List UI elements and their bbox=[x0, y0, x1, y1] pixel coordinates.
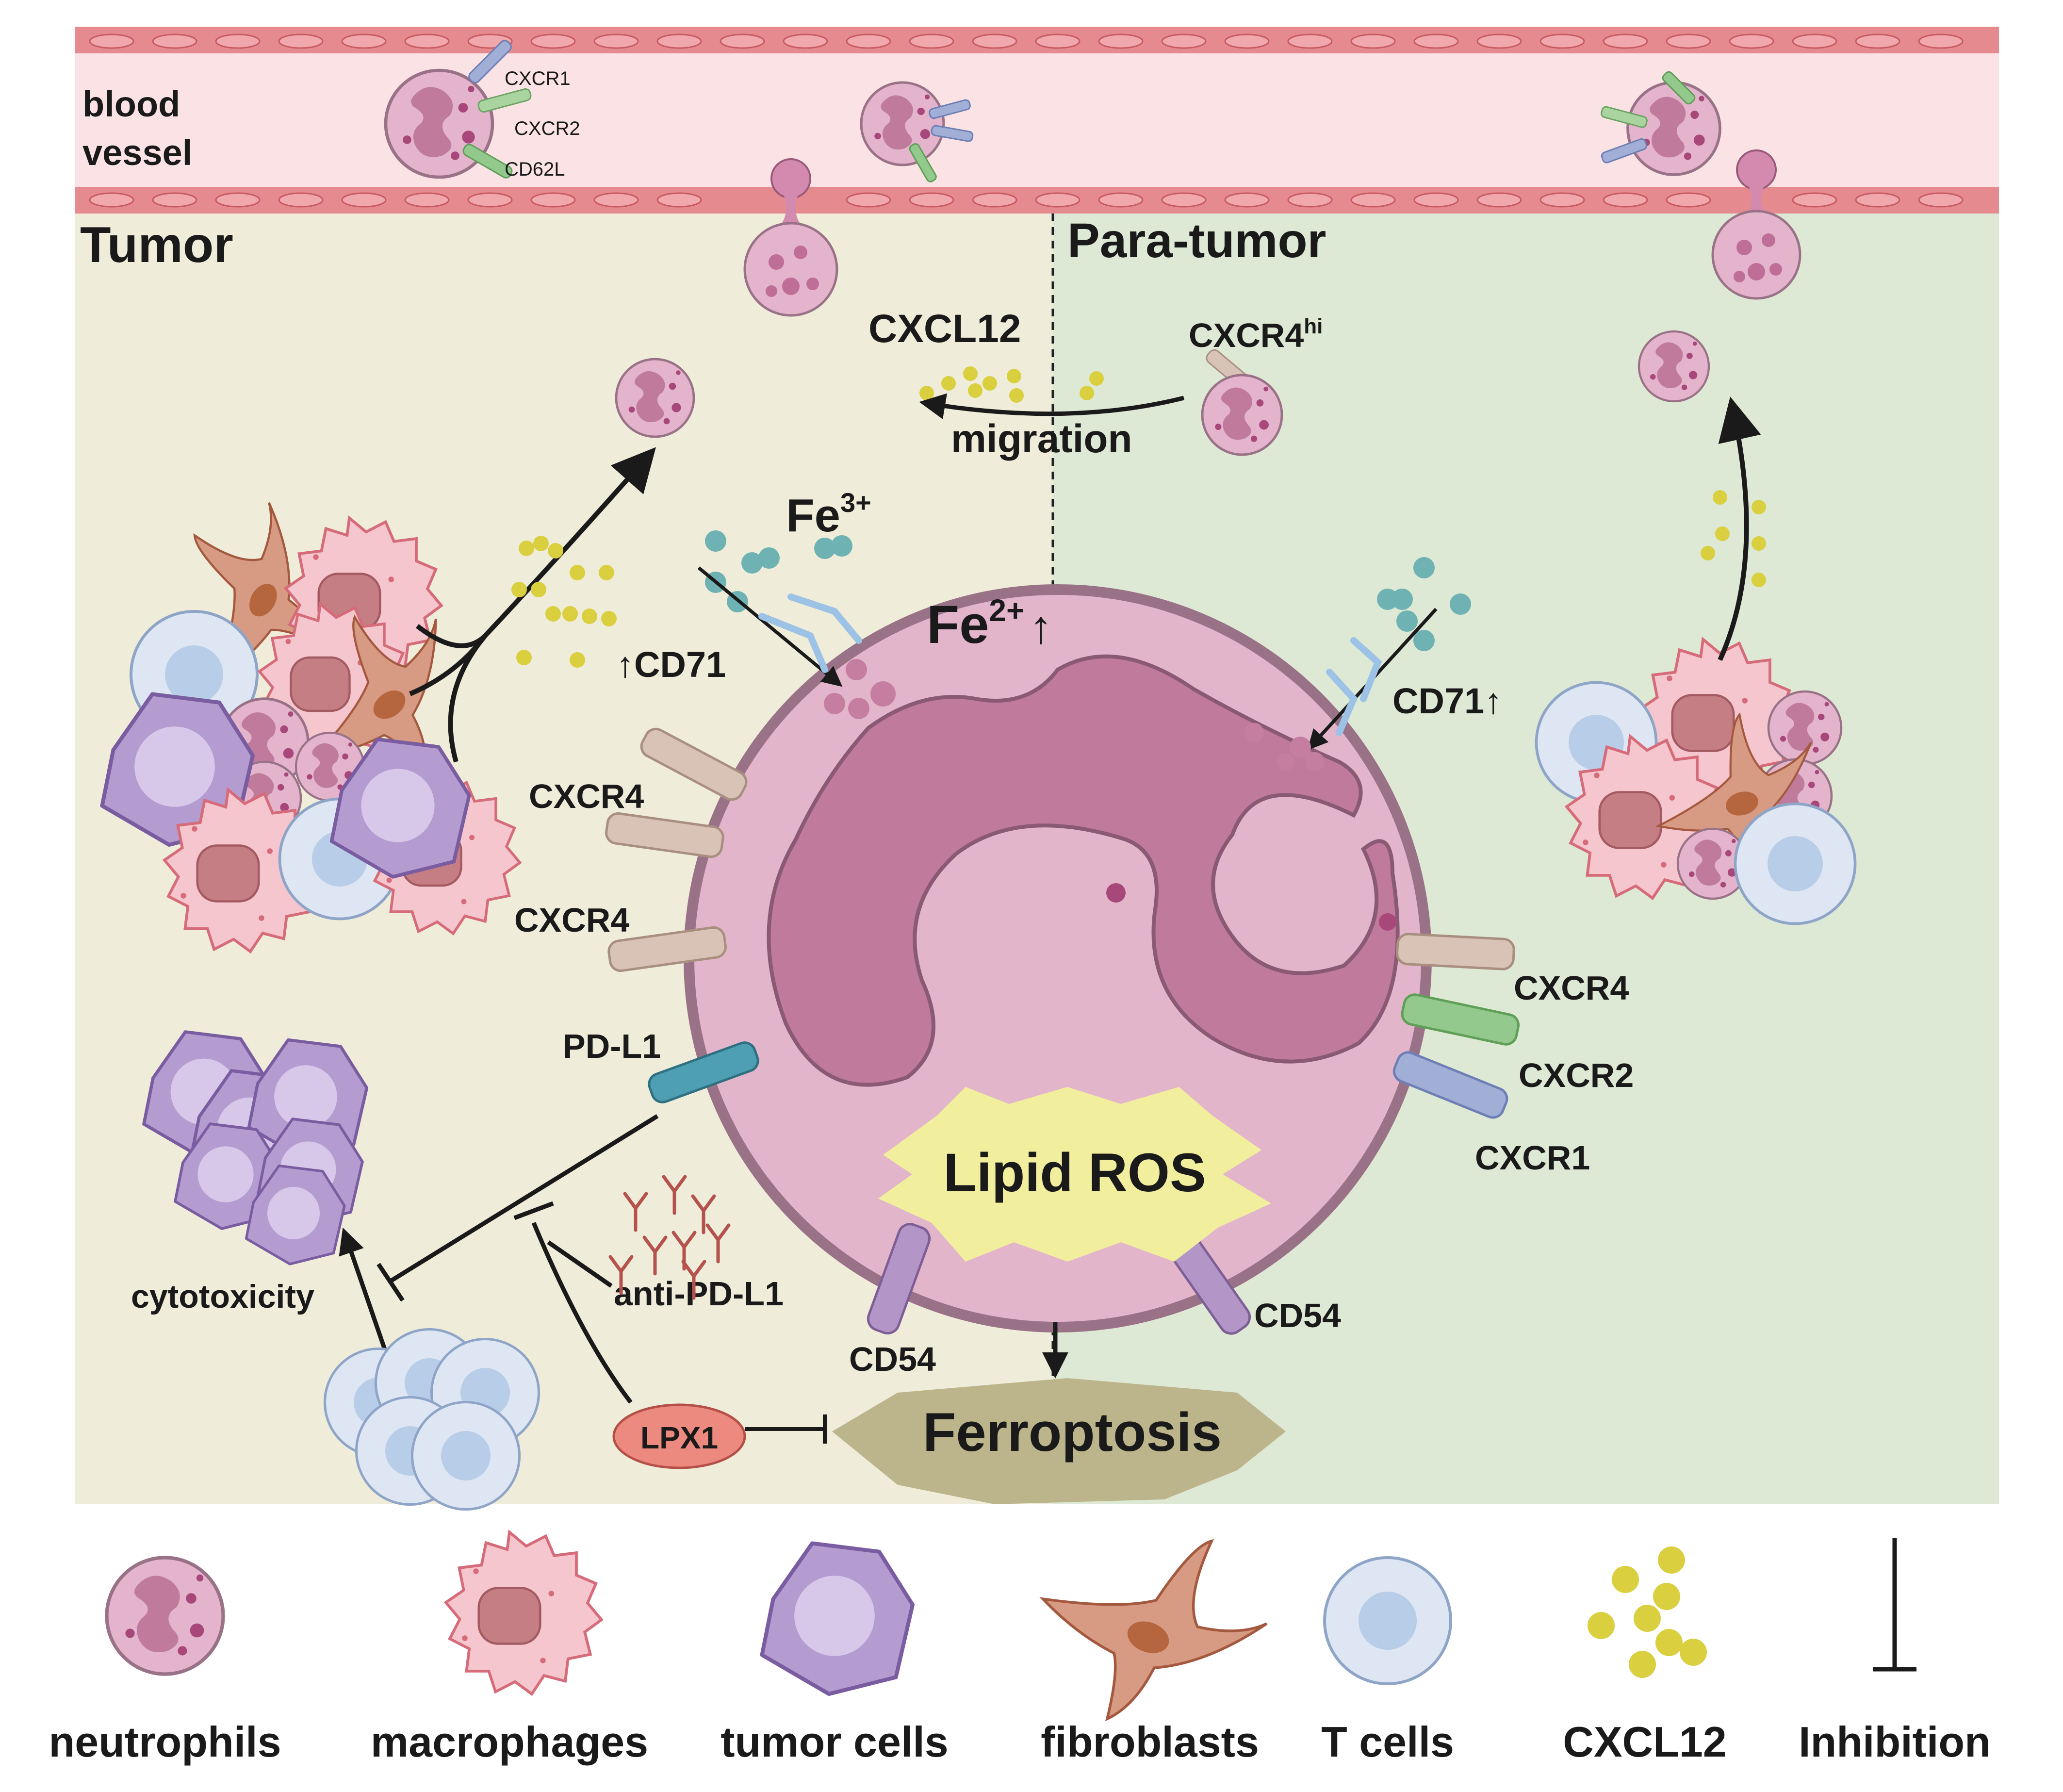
cxcl12-migration-dots bbox=[919, 366, 1104, 403]
vessel-neutrophil-mid bbox=[861, 82, 974, 182]
fe2-sup: 2+ bbox=[989, 593, 1024, 628]
vessel-receptor-cxcr1: CXCR1 bbox=[505, 68, 571, 89]
cxcl12-tumor-dots bbox=[511, 536, 617, 668]
fe2-label: Fe2+↑ bbox=[927, 593, 1052, 655]
pdl1-inhibit-line bbox=[389, 1114, 659, 1283]
ferroptosis-shape bbox=[832, 1378, 1286, 1504]
legend-inhibition-icon bbox=[1873, 1538, 1916, 1672]
fe3-label: Fe3+ bbox=[786, 487, 871, 542]
ferroptosis-label: Ferroptosis bbox=[923, 1402, 1222, 1463]
cxcr2-right-receptor bbox=[1401, 993, 1520, 1046]
antibodies bbox=[608, 1175, 731, 1300]
legend-item-macrophages: macrophages bbox=[371, 1532, 648, 1766]
legend-item-neutrophils: neutrophils bbox=[49, 1558, 281, 1766]
vessel-receptor-cd62l: CD62L bbox=[505, 159, 565, 180]
lipid-ros-burst bbox=[878, 1087, 1271, 1262]
fe3-sup: 3+ bbox=[840, 487, 871, 518]
cxcl12-para-dots bbox=[1701, 490, 1766, 587]
cxcr1-right-label: CXCR1 bbox=[1475, 1139, 1590, 1177]
cd54-left-receptor bbox=[867, 1223, 931, 1335]
cxcr2-right-label: CXCR2 bbox=[1519, 1056, 1634, 1094]
legend: neutrophils macrophages tumor cells fibr… bbox=[49, 1494, 1991, 1766]
released-neutrophil-para bbox=[1639, 331, 1709, 401]
tumor-release-arrow bbox=[415, 447, 656, 648]
cxcr4-receptor-a bbox=[640, 727, 748, 801]
lpx1-to-pdl1-bar bbox=[513, 1201, 554, 1220]
legend-label-t-cells: T cells bbox=[1321, 1718, 1454, 1766]
cxcr4-label-b: CXCR4 bbox=[514, 901, 629, 939]
vessel-label-1: blood bbox=[82, 84, 180, 124]
legend-item-inhibition: Inhibition bbox=[1799, 1538, 1991, 1766]
lipid-ros-label: Lipid ROS bbox=[943, 1142, 1206, 1203]
legend-item-tumor-cells: tumor cells bbox=[720, 1544, 949, 1766]
cytotoxicity-label: cytotoxicity bbox=[131, 1278, 314, 1315]
fe-uptake-arrow-left bbox=[697, 566, 843, 687]
fe2-up-arrow: ↑ bbox=[1029, 601, 1052, 653]
para-release-arrow bbox=[1718, 396, 1761, 661]
cxcr4-label-a: CXCR4 bbox=[529, 777, 644, 815]
legend-label-tumor-cells: tumor cells bbox=[720, 1718, 948, 1766]
vessel-receptor-cxcr2: CXCR2 bbox=[514, 118, 580, 139]
legend-item-cxcl12: CXCL12 bbox=[1563, 1546, 1727, 1766]
para-tumor-label: Para-tumor bbox=[1067, 214, 1326, 268]
legend-item-fibroblasts: fibroblasts bbox=[1012, 1494, 1287, 1766]
legend-item-t-cells: T cells bbox=[1321, 1558, 1454, 1766]
cd71-right-receptor bbox=[1326, 637, 1382, 736]
legend-macrophage-icon bbox=[446, 1532, 602, 1694]
cd71-left-receptor bbox=[758, 593, 862, 673]
pdl1-receptor bbox=[648, 1041, 759, 1103]
fe2-base: Fe bbox=[927, 595, 989, 655]
blood-vessel: blood vessel bbox=[75, 27, 1999, 214]
lpx1-to-pdl1-line bbox=[531, 1222, 633, 1404]
cxcr4-right-label: CXCR4 bbox=[1514, 969, 1629, 1007]
cxcr4hi-neutrophil bbox=[1202, 349, 1282, 455]
migration-label: migration bbox=[951, 417, 1132, 461]
vessel-neutrophil-right bbox=[1601, 71, 1720, 175]
legend-label-fibroblasts: fibroblasts bbox=[1041, 1718, 1259, 1766]
vessel-label-2: vessel bbox=[82, 132, 192, 173]
legend-label-neutrophils: neutrophils bbox=[49, 1718, 281, 1766]
legend-label-inhibition: Inhibition bbox=[1799, 1718, 1991, 1766]
tumor-release-branch-2 bbox=[448, 634, 487, 763]
pdl1-inhibit-bar bbox=[377, 1263, 405, 1302]
pdl1-label: PD-L1 bbox=[563, 1027, 661, 1065]
anti-pdl1-line bbox=[547, 1240, 613, 1288]
cxcr4hi-label: CXCR4hi bbox=[1189, 314, 1323, 354]
lpx1-node bbox=[612, 1403, 746, 1469]
cxcr4hi-sup: hi bbox=[1304, 314, 1323, 338]
cd71-left-label: ↑CD71 bbox=[616, 644, 726, 685]
migration-arrow bbox=[919, 393, 1185, 419]
cd71-right-arrow: ↑ bbox=[1484, 681, 1502, 721]
extravasating-neutrophil-para bbox=[1711, 149, 1801, 300]
cxcr4hi-base: CXCR4 bbox=[1189, 316, 1304, 354]
cxcr4-receptor-b bbox=[605, 812, 724, 858]
legend-t-cell-icon bbox=[1325, 1558, 1451, 1684]
anti-pdl1-label: anti-PD-L1 bbox=[614, 1275, 784, 1313]
fe2-ions-inside bbox=[824, 659, 1325, 772]
cd71-right-label: CD71↑ bbox=[1392, 681, 1502, 721]
vessel-neutrophil-large bbox=[386, 40, 532, 180]
tumor-label: Tumor bbox=[80, 217, 233, 273]
legend-label-cxcl12: CXCL12 bbox=[1563, 1718, 1726, 1766]
legend-neutrophil-icon bbox=[107, 1558, 223, 1674]
cxcr4-right-receptor bbox=[1396, 933, 1515, 970]
cd54-left-label: CD54 bbox=[849, 1340, 936, 1378]
lpx1-label: LPX1 bbox=[640, 1420, 718, 1455]
legend-tumor-cell-icon bbox=[762, 1544, 913, 1694]
fe3-ions-right bbox=[1377, 557, 1471, 651]
legend-cxcl12-icon bbox=[1588, 1546, 1707, 1678]
legend-label-macrophages: macrophages bbox=[371, 1718, 648, 1766]
cd71-left-text: CD71 bbox=[634, 644, 726, 685]
released-neutrophil-tumor bbox=[616, 359, 694, 437]
cxcr4-receptor-c bbox=[607, 926, 727, 972]
cxcr1-right-receptor bbox=[1392, 1051, 1508, 1119]
fe3-base: Fe bbox=[786, 490, 840, 542]
extravasating-neutrophil-tumor bbox=[743, 158, 838, 317]
cd71-right-text: CD71 bbox=[1392, 681, 1484, 721]
cd54-right-label: CD54 bbox=[1254, 1297, 1341, 1334]
cxcl12-label: CXCL12 bbox=[868, 307, 1021, 351]
cd71-left-arrow: ↑ bbox=[616, 644, 634, 685]
